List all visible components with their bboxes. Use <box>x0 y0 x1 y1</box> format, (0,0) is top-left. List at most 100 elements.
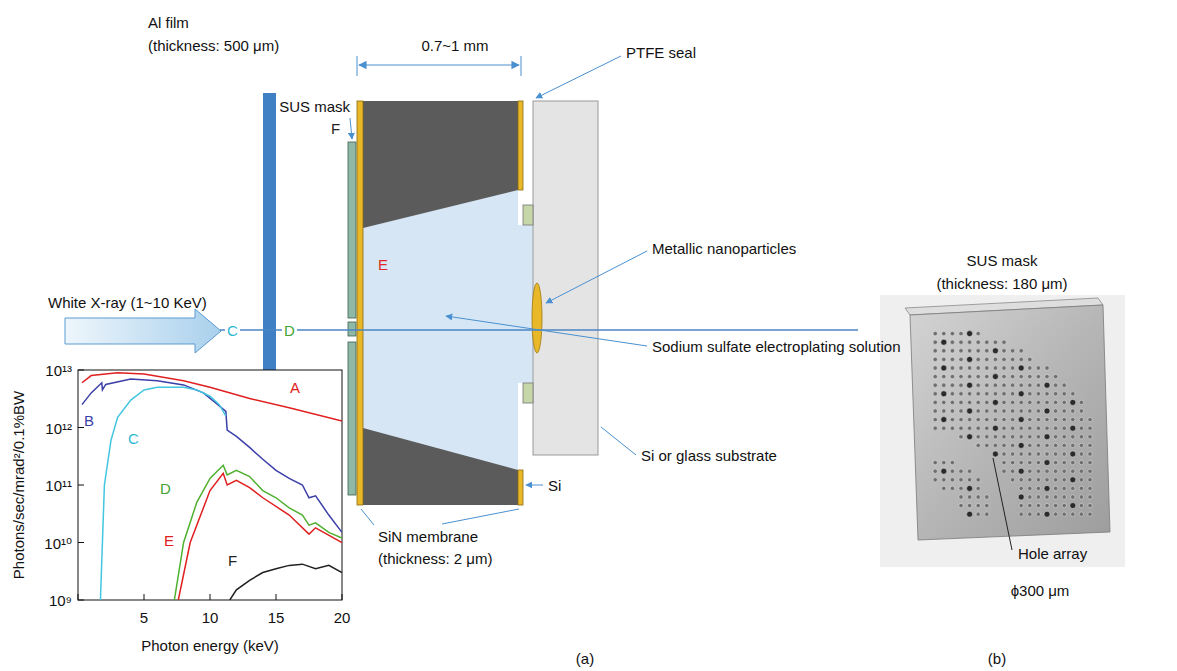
hole <box>967 382 973 388</box>
beam-name: White X-ray (1~10 KeV) <box>48 294 207 311</box>
hole <box>1079 435 1083 439</box>
hole <box>1036 512 1040 516</box>
hole <box>1010 383 1014 387</box>
hole <box>967 485 973 491</box>
part-name: Si <box>548 477 561 494</box>
hole <box>993 340 997 344</box>
panel-label: (b) <box>988 650 1006 667</box>
hole <box>1079 486 1083 490</box>
hole <box>1028 486 1032 490</box>
leader-line <box>546 251 647 303</box>
hole <box>1088 426 1092 430</box>
hole <box>942 486 946 490</box>
hole <box>1036 426 1040 430</box>
hole <box>1053 512 1057 516</box>
hole <box>933 340 937 344</box>
hole <box>1045 400 1049 404</box>
xray-arrow <box>65 309 221 353</box>
hole <box>967 400 971 404</box>
hole <box>942 478 946 482</box>
hole <box>1045 443 1049 447</box>
hole <box>1070 477 1076 483</box>
hole <box>1062 469 1066 473</box>
hole <box>985 435 989 439</box>
hole <box>1062 503 1066 507</box>
hole <box>1045 426 1049 430</box>
hole <box>1010 417 1014 421</box>
hole <box>950 374 954 378</box>
hole <box>1002 392 1006 396</box>
hole <box>1036 392 1040 396</box>
curve-marker: E <box>378 256 388 273</box>
hole <box>1053 417 1057 421</box>
hole <box>959 469 963 473</box>
hole <box>1036 417 1040 421</box>
hole <box>1062 400 1066 404</box>
part-name: SUS mask <box>279 98 350 115</box>
hole <box>1062 460 1066 464</box>
curve-marker: C <box>225 322 240 339</box>
curve-label: E <box>164 532 174 549</box>
hole <box>959 478 963 482</box>
hole <box>985 383 989 387</box>
hole <box>985 503 989 507</box>
hole <box>1071 460 1075 464</box>
hole <box>1036 400 1040 404</box>
hole <box>941 468 947 474</box>
hole <box>1045 374 1049 378</box>
hole <box>959 417 963 421</box>
hole <box>985 417 989 421</box>
hole <box>976 366 980 370</box>
part-name: Hole array <box>1018 545 1087 562</box>
hole <box>1088 503 1092 507</box>
hole <box>1045 452 1049 456</box>
x-tick <box>210 594 211 600</box>
hole <box>1028 435 1032 439</box>
hole <box>942 331 946 335</box>
hole <box>1002 374 1006 378</box>
hole <box>967 469 971 473</box>
hole <box>1010 452 1014 456</box>
hole <box>1019 409 1023 413</box>
hole <box>933 383 937 387</box>
hole <box>942 349 946 353</box>
leader-line <box>361 509 374 525</box>
hole <box>959 435 963 439</box>
hole <box>1079 478 1083 482</box>
dimension: (thickness: 2 μm) <box>378 550 493 567</box>
hole <box>933 349 937 353</box>
hole <box>993 392 997 396</box>
hole <box>1053 383 1057 387</box>
hole <box>959 503 963 507</box>
hole <box>1062 392 1066 396</box>
hole <box>967 392 971 396</box>
hole <box>967 374 971 378</box>
x-tick <box>144 594 145 600</box>
hole <box>950 426 954 430</box>
hole <box>1088 512 1092 516</box>
x-tick <box>78 594 79 600</box>
hole <box>959 486 963 490</box>
hole <box>1071 469 1075 473</box>
hole <box>993 366 997 370</box>
hole <box>985 340 989 344</box>
hole <box>967 366 971 370</box>
hole <box>992 374 998 380</box>
hole <box>1028 366 1032 370</box>
hole <box>1088 469 1092 473</box>
hole <box>942 383 946 387</box>
hole <box>976 486 980 490</box>
hole <box>976 512 980 516</box>
hole <box>1088 417 1092 421</box>
hole <box>976 495 980 499</box>
hole <box>1079 495 1083 499</box>
hole <box>1045 495 1049 499</box>
sus-mask <box>348 142 356 318</box>
hole <box>1044 485 1050 491</box>
hole <box>1019 512 1023 516</box>
hole <box>933 366 937 370</box>
hole <box>985 357 989 361</box>
hole <box>1062 452 1066 456</box>
spectrum-curves <box>82 373 342 600</box>
